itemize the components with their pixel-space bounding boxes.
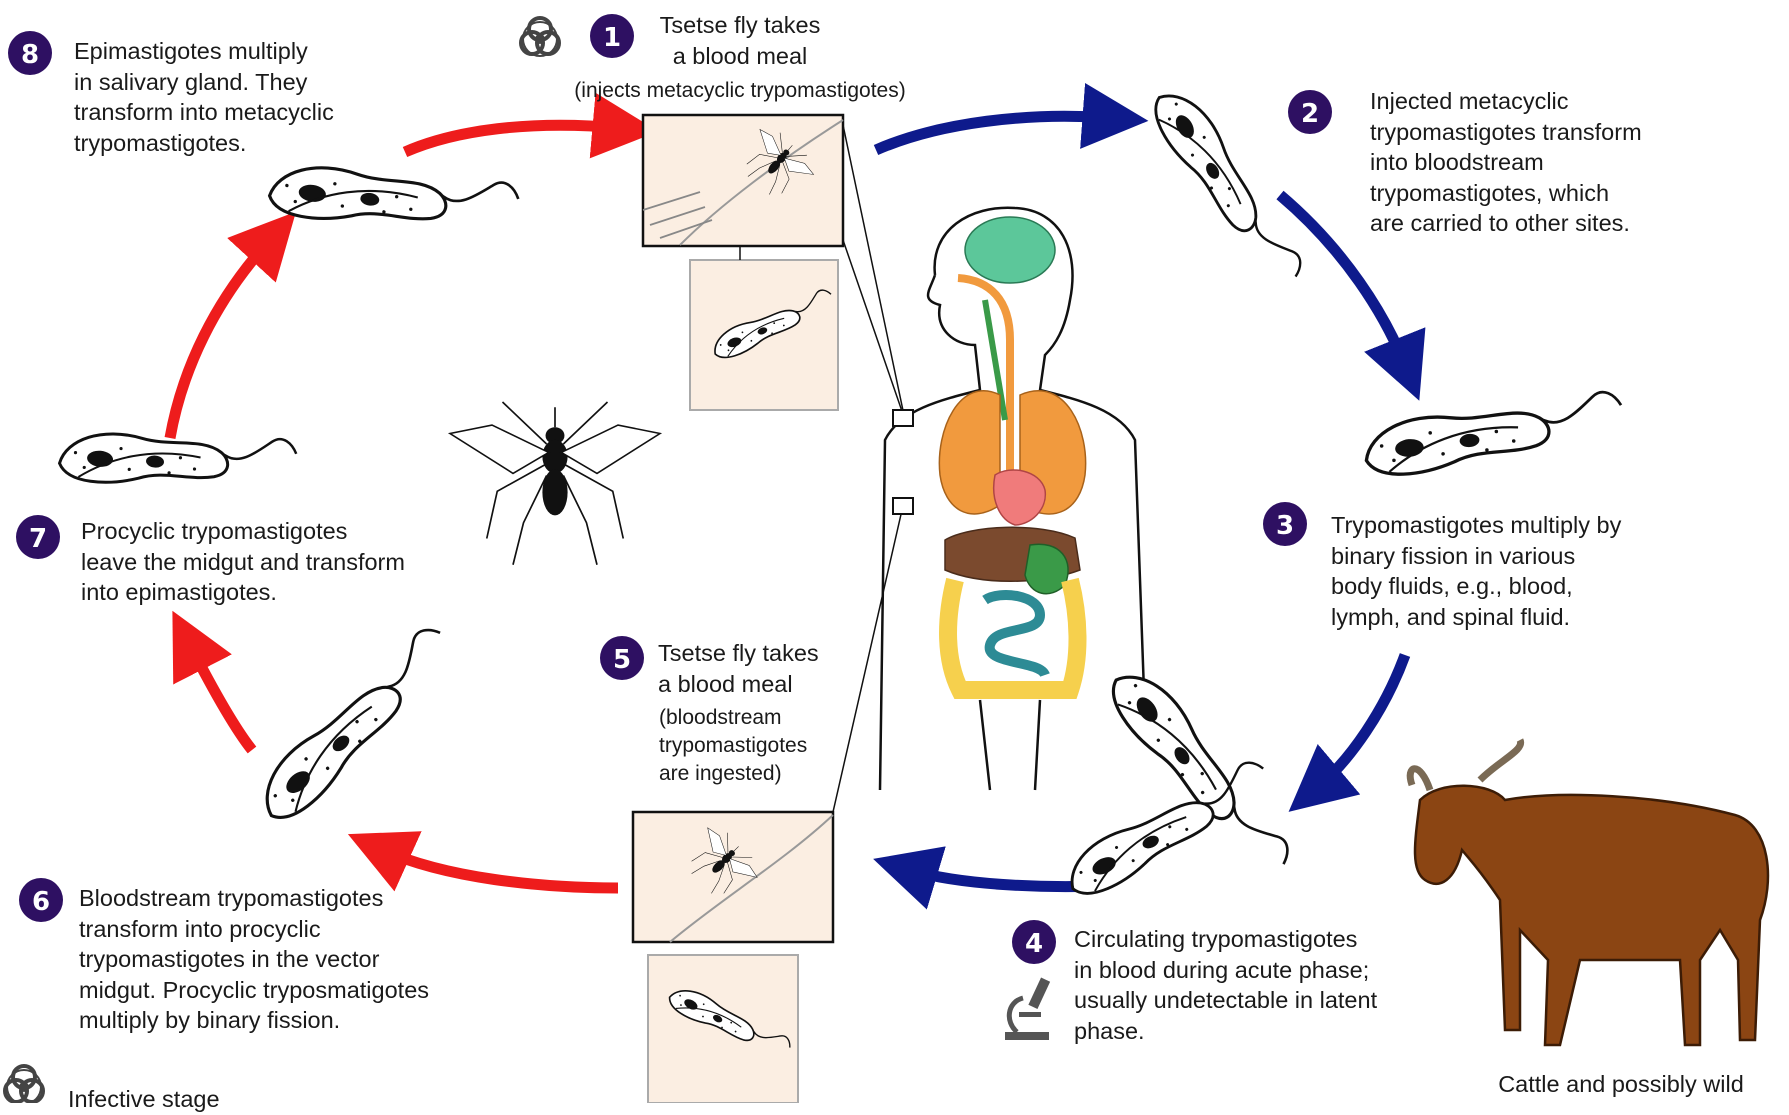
step-badge-5: 5 bbox=[600, 636, 644, 680]
arrow-1-to-2 bbox=[876, 116, 1110, 150]
svg-text:6: 6 bbox=[32, 887, 50, 917]
cow-illustration bbox=[1410, 740, 1768, 1045]
trypanosome-step-8 bbox=[267, 151, 520, 246]
step-5-note: (bloodstream trypomastigotes are ingeste… bbox=[659, 704, 859, 788]
svg-text:4: 4 bbox=[1025, 929, 1043, 959]
step-badge-7: 7 bbox=[16, 515, 60, 559]
step-badge-2: 2 bbox=[1288, 90, 1332, 134]
lung-left-icon bbox=[939, 391, 1000, 514]
svg-text:8: 8 bbox=[21, 40, 39, 70]
biohazard-icon bbox=[5, 1066, 43, 1103]
step-badge-4: 4 bbox=[1012, 920, 1056, 964]
step-badge-1: 1 bbox=[590, 14, 634, 58]
step-1-note: (injects metacyclic trypomastigotes) bbox=[555, 77, 925, 105]
svg-text:2: 2 bbox=[1301, 99, 1319, 129]
infective-stage-legend: Infective stage bbox=[68, 1084, 288, 1115]
bite-inset-step-1 bbox=[643, 115, 843, 246]
svg-text:7: 7 bbox=[29, 524, 47, 554]
heart-icon bbox=[994, 470, 1046, 525]
human-body-illustration bbox=[880, 208, 1145, 790]
arrow-3-to-4 bbox=[1318, 655, 1405, 787]
arrow-6-to-7 bbox=[190, 645, 252, 750]
trypanosome-step-4 bbox=[1056, 757, 1282, 902]
trypanosome-step-2 bbox=[1147, 77, 1307, 298]
trypanosome-step-7 bbox=[58, 420, 297, 499]
svg-text:1: 1 bbox=[603, 23, 621, 53]
bite-inset-step-5 bbox=[633, 812, 833, 942]
biohazard-icon bbox=[521, 18, 559, 56]
svg-text:5: 5 bbox=[613, 645, 631, 675]
step-badge-3: 3 bbox=[1263, 502, 1307, 546]
arrow-7-to-8 bbox=[170, 240, 270, 438]
small-intestine-icon bbox=[985, 595, 1045, 675]
tsetse-fly-icon bbox=[450, 402, 660, 565]
step-7-text: Procyclic trypomastigotes leave the midg… bbox=[81, 516, 441, 608]
microscope-icon bbox=[1005, 978, 1050, 1040]
step-2-text: Injected metacyclic trypomastigotes tran… bbox=[1370, 86, 1700, 239]
arrow-8-to-1 bbox=[405, 125, 620, 152]
step-4-text: Circulating trypomastigotes in blood dur… bbox=[1074, 924, 1414, 1046]
step-8-text: Epimastigotes multiply in salivary gland… bbox=[74, 36, 384, 158]
step-badge-6: 6 bbox=[19, 878, 63, 922]
svg-text:3: 3 bbox=[1276, 511, 1294, 541]
step-5-title: Tsetse fly takes a blood meal bbox=[658, 638, 858, 699]
trypanosome-step-3 bbox=[1362, 391, 1625, 478]
trypanosome-step-6 bbox=[242, 622, 471, 828]
step-3-text: Trypomastigotes multiply by binary fissi… bbox=[1331, 510, 1671, 632]
host-caption: Cattle and possibly wild bbox=[1460, 1069, 1782, 1100]
step-6-text: Bloodstream trypomastigotes transform in… bbox=[79, 883, 499, 1036]
step-badge-8: 8 bbox=[8, 31, 52, 75]
step-1-title: Tsetse fly takes a blood meal bbox=[640, 10, 840, 71]
brain-icon bbox=[965, 217, 1055, 283]
